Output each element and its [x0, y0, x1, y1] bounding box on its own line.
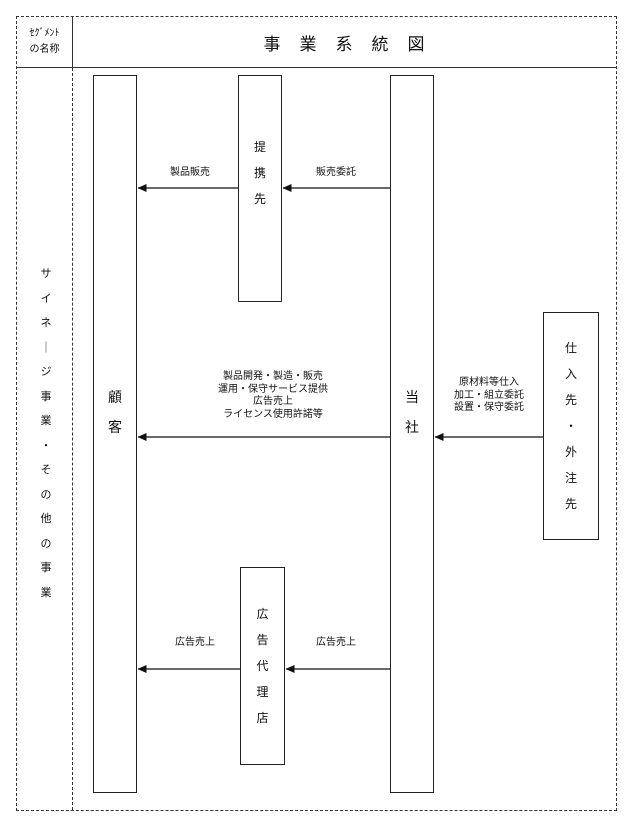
vertical-char: 提 — [253, 139, 266, 154]
flow-label-partner-to-customer: 製品販売 — [170, 167, 210, 178]
vertical-char: ジ — [40, 365, 52, 378]
vertical-char: 入 — [564, 367, 577, 381]
vertical-char: そ — [40, 463, 52, 476]
vertical-char: 先 — [253, 191, 266, 206]
vertical-char: 店 — [256, 711, 269, 725]
vertical-char: 他 — [40, 512, 52, 525]
vertical-char: の — [40, 487, 52, 501]
vertical-char: 事 — [40, 561, 52, 574]
flow-label-line: 製品開発・製造・販売 — [223, 371, 323, 382]
vertical-char: 仕 — [564, 341, 577, 355]
partner-box: 提携先 — [238, 75, 282, 302]
vertical-char: 先 — [564, 393, 577, 407]
supplier-box: 仕入先・外注先 — [543, 312, 599, 540]
flow-label-line: ライセンス使用許諾等 — [223, 408, 323, 420]
flow-label-line: 原材料等仕入 — [459, 377, 519, 388]
vertical-char: 社 — [405, 420, 419, 436]
vertical-char: ｜ — [40, 340, 52, 354]
segment-name-vertical: サイネ｜ジ事業・その他の事業 — [36, 262, 56, 605]
vertical-char: 業 — [40, 414, 52, 427]
flow-label-line: 設置・保守委託 — [454, 402, 524, 413]
vertical-char: 代 — [256, 659, 269, 673]
flow-label-company-to-customer: 製品開発・製造・販売 運用・保守サービス提供 広告売上 ライセンス使用許諾等 — [185, 371, 361, 421]
vertical-char: 事 — [40, 389, 52, 403]
supplier-label: 仕入先・外注先 — [565, 335, 577, 517]
segment-name-header: ｾｸﾞﾒﾝﾄ の名称 — [17, 17, 73, 68]
flow-label-line: 運用・保守サービス提供 — [218, 383, 328, 395]
ad-agency-label: 広告代理店 — [256, 601, 268, 731]
company-label: 当社 — [405, 383, 419, 443]
vertical-char: 顧 — [108, 390, 122, 406]
vertical-char: ネ — [40, 316, 52, 329]
customer-box: 顧客 — [93, 75, 137, 793]
vertical-char: 広 — [256, 607, 269, 621]
flow-label-line: 加工・組立委託 — [454, 389, 524, 401]
vertical-char: 業 — [40, 585, 52, 599]
vertical-char: の — [40, 536, 52, 550]
vertical-char: 客 — [108, 420, 122, 436]
flow-label-company-to-partner: 販売委託 — [316, 167, 356, 178]
ad-agency-box: 広告代理店 — [240, 567, 285, 765]
company-box: 当社 — [390, 75, 434, 793]
vertical-char: サ — [40, 267, 52, 280]
column-divider — [72, 68, 73, 810]
diagram-title: 事 業 系 統 図 — [73, 17, 616, 68]
segment-name-label-line2: の名称 — [29, 44, 60, 55]
vertical-char: 理 — [256, 685, 269, 699]
flow-label-company-to-agency: 広告売上 — [316, 637, 356, 648]
flow-label-agency-to-customer: 広告売上 — [175, 637, 215, 648]
vertical-char: イ — [40, 291, 52, 305]
segment-name-label-line1: ｾｸﾞﾒﾝﾄ — [29, 28, 60, 39]
flow-label-supplier-to-company: 原材料等仕入 加工・組立委託 設置・保守委託 — [440, 377, 538, 415]
vertical-char: 当 — [405, 390, 419, 406]
vertical-char: 注 — [564, 471, 577, 485]
vertical-char: 携 — [253, 165, 266, 180]
flow-label-line: 広告売上 — [253, 396, 293, 407]
vertical-char: 外 — [564, 445, 577, 459]
diagram-frame — [16, 16, 617, 811]
partner-label: 提携先 — [254, 134, 266, 212]
vertical-char: ・ — [564, 419, 577, 433]
vertical-char: 先 — [564, 497, 577, 511]
vertical-char: 告 — [256, 633, 269, 647]
customer-label: 顧客 — [108, 383, 122, 443]
vertical-char: ・ — [40, 438, 52, 452]
